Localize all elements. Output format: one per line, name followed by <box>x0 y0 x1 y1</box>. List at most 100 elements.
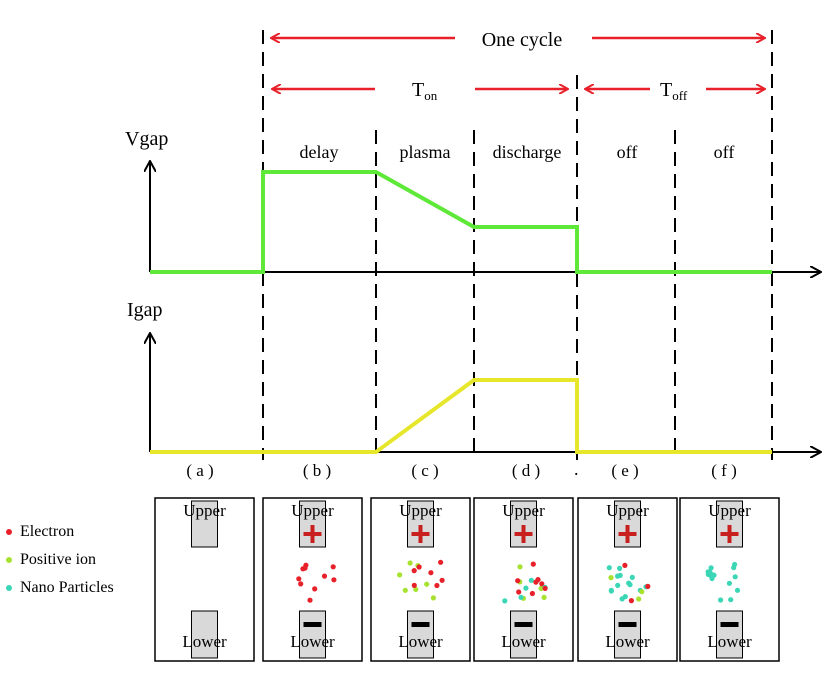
positive-ion-particle <box>407 560 413 566</box>
upper-electrode-label: Upper <box>502 501 545 520</box>
one-cycle-label: One cycle <box>482 29 563 51</box>
t-on-sub: on <box>424 88 438 103</box>
legend-label-positive-ion: Positive ion <box>20 551 97 568</box>
phase-letter-c: ( c ) <box>411 461 438 480</box>
nano-particles-particle <box>629 574 635 581</box>
nano-particles-particle <box>726 580 733 586</box>
electron-particle <box>307 597 313 603</box>
legend-item-electron: Electron <box>6 518 156 546</box>
phase-names: delay plasma discharge off off <box>300 142 735 162</box>
nano-particles-particle <box>518 594 524 600</box>
electron-particle <box>428 570 434 576</box>
legend-item-positive-ion: Positive ion <box>6 546 156 574</box>
electron-particle <box>622 562 628 569</box>
legend-label-nano-particles: Nano Particles <box>20 579 114 596</box>
minus-sign-icon <box>618 622 637 627</box>
phase-letters: ( a ) ( b ) ( c ) ( d ) ( e ) ( f ) <box>186 461 736 480</box>
plus-sign-icon <box>625 525 630 543</box>
electron-particle <box>303 562 309 568</box>
nano-particles-particle <box>708 565 714 571</box>
minus-sign-icon <box>411 622 430 627</box>
t-off-label: Toff <box>660 79 688 103</box>
phase-name-plasma: plasma <box>400 142 451 162</box>
electron-particle <box>312 586 318 592</box>
lower-electrode-label: Lower <box>398 632 443 651</box>
nano-particles-particle <box>728 597 734 603</box>
nano-particle-dot-icon <box>6 585 12 591</box>
nano-particles-particle <box>718 597 724 603</box>
lower-electrode <box>407 610 434 659</box>
phase-name-discharge: discharge <box>493 142 562 162</box>
lower-electrode-label: Lower <box>290 632 335 651</box>
nano-particles-particle <box>617 572 623 579</box>
electron-particle <box>628 598 635 604</box>
positive-ion-particle <box>402 587 408 593</box>
lower-electrode <box>716 610 743 659</box>
lower-electrode-label: Lower <box>707 632 752 651</box>
phase-letter-b: ( b ) <box>303 461 331 480</box>
separator-dot: . <box>574 459 579 479</box>
electron-particle <box>434 582 440 589</box>
positive-ion-particle <box>541 594 547 601</box>
upper-electrode-label: Upper <box>183 501 226 520</box>
phase-letter-d: ( d ) <box>512 461 540 480</box>
minus-sign-icon <box>303 622 322 627</box>
positive-ion-particle <box>397 572 403 578</box>
electron-particle <box>331 577 337 583</box>
lower-electrode <box>299 610 326 659</box>
igap-axis-label: Igap <box>127 299 163 321</box>
positive-ion-particle <box>636 596 642 602</box>
phase-name-off-e: off <box>617 142 638 162</box>
electron-particle <box>530 561 536 567</box>
lower-electrode <box>510 610 537 659</box>
minus-sign-icon <box>514 622 533 627</box>
electron-particle <box>539 581 545 587</box>
plus-sign-icon <box>521 525 526 543</box>
nano-particles-particle <box>502 598 508 604</box>
positive-ion-particle <box>538 585 544 592</box>
phase-letter-f: ( f ) <box>711 461 736 480</box>
vgap-axis-label: Vgap <box>125 128 168 150</box>
electron-particle <box>516 589 522 595</box>
electron-particle <box>330 564 336 570</box>
t-off-main: T <box>660 79 672 101</box>
electron-dot-icon <box>6 529 12 535</box>
t-off-sub: off <box>672 88 688 103</box>
phase-letter-e: ( e ) <box>611 461 638 480</box>
positive-ion-particle <box>430 595 436 601</box>
electron-particle <box>416 564 422 570</box>
nano-particles-particle <box>523 585 529 591</box>
lower-electrode-label: Lower <box>605 632 650 651</box>
electron-particle <box>411 568 417 574</box>
nano-particles-particle <box>732 574 738 580</box>
legend-label-electron: Electron <box>20 523 75 540</box>
minus-sign-icon <box>720 622 739 627</box>
t-on-main: T <box>412 79 424 101</box>
nano-particles-particle <box>626 580 632 586</box>
t-on-label: Ton <box>412 79 438 103</box>
igap-trace <box>150 378 772 454</box>
electron-particle <box>439 577 445 583</box>
phase-dividers <box>262 30 773 460</box>
phase-name-delay: delay <box>300 142 339 162</box>
legend-item-nano-particles: Nano Particles <box>6 574 156 602</box>
lower-electrode <box>191 610 218 659</box>
positive-ion-particle <box>608 575 614 581</box>
phase-letter-a: ( a ) <box>186 461 213 480</box>
electron-particle <box>296 576 302 582</box>
phase-name-off-f: off <box>714 142 735 162</box>
nano-particles-particle <box>617 565 623 572</box>
nano-particles-particle <box>731 565 737 571</box>
electron-particle <box>542 585 548 592</box>
lower-electrode <box>614 610 641 659</box>
electron-particle <box>515 578 521 584</box>
nano-particles-particle <box>622 594 628 600</box>
electron-particle <box>533 579 539 585</box>
vgap-trace <box>150 170 772 274</box>
upper-electrode-label: Upper <box>399 501 442 520</box>
